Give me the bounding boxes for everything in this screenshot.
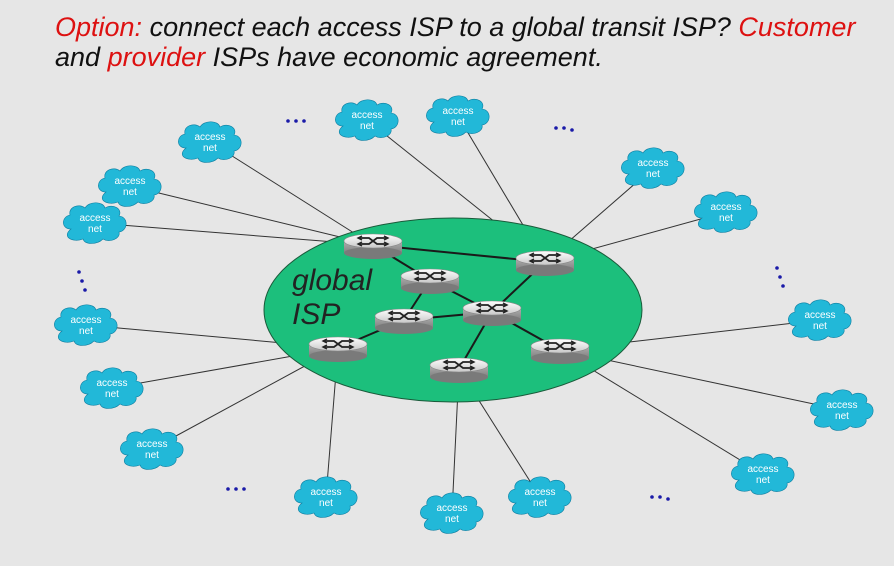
router-r8	[429, 357, 489, 383]
router-r1	[343, 233, 403, 259]
customer-label: Customer	[738, 12, 856, 42]
access-net-label: net	[360, 121, 374, 132]
access-net-label: net	[533, 498, 547, 509]
access-net-label: access	[826, 400, 857, 411]
access-net-label: net	[451, 117, 465, 128]
access-net-label: net	[145, 450, 159, 461]
slide-title: Option: connect each access ISP to a glo…	[55, 12, 885, 72]
access-net-label: net	[319, 498, 333, 509]
access-net-label: net	[88, 224, 102, 235]
router-r3	[515, 250, 575, 276]
access-nets-layer: accessnetaccessnetaccessnetaccessnetacce…	[54, 95, 874, 534]
access-net-label: access	[310, 487, 341, 498]
access-net-label: access	[747, 464, 778, 475]
router-r2	[400, 268, 460, 294]
access-net-label: net	[123, 187, 137, 198]
access-net-label: access	[136, 439, 167, 450]
access-net-label: access	[804, 310, 835, 321]
access-net-label: access	[442, 106, 473, 117]
ellipsis-4	[775, 266, 785, 288]
ellipsis-6	[650, 495, 670, 501]
title-line-1: Option: connect each access ISP to a glo…	[55, 12, 885, 42]
title-text-2a: and	[55, 42, 108, 72]
access-net-label: access	[79, 213, 110, 224]
access-net-label: net	[835, 411, 849, 422]
title-line-2: and provider ISPs have economic agreemen…	[55, 42, 885, 72]
router-r4	[462, 300, 522, 326]
access-net-label: net	[445, 514, 459, 525]
global-isp-label-line2: ISP	[292, 298, 341, 331]
access-net-label: access	[70, 315, 101, 326]
access-net-label: access	[436, 503, 467, 514]
router-r7	[530, 338, 590, 364]
access-link-1	[209, 141, 374, 246]
access-net-label: net	[646, 169, 660, 180]
access-net-label: net	[79, 326, 93, 337]
access-net-label: access	[351, 110, 382, 121]
provider-label: provider	[107, 42, 206, 72]
ellipsis-2	[554, 126, 574, 132]
access-net-label: net	[813, 321, 827, 332]
access-net-label: access	[96, 378, 127, 389]
ellipsis-3	[77, 270, 87, 292]
ellipsis-1	[286, 119, 306, 123]
access-net-label: access	[524, 487, 555, 498]
router-r6	[308, 336, 368, 362]
access-net-label: access	[114, 176, 145, 187]
global-isp-label-line1: global	[292, 264, 373, 297]
routers-layer	[308, 233, 590, 383]
ellipsis-5	[226, 487, 246, 491]
router-r5	[374, 308, 434, 334]
access-net-label: net	[203, 143, 217, 154]
access-net-label: access	[710, 202, 741, 213]
access-net-label: net	[756, 475, 770, 486]
title-text-1: connect each access ISP to a global tran…	[142, 12, 739, 42]
global-isp-label: global ISP	[292, 264, 372, 332]
ellipsis-layer	[77, 119, 785, 501]
title-text-2b: ISPs have economic agreement.	[205, 42, 603, 72]
access-net-label: access	[637, 158, 668, 169]
access-net-label: net	[719, 213, 733, 224]
access-net-label: access	[194, 132, 225, 143]
option-label: Option:	[55, 12, 143, 42]
access-link-2	[129, 185, 374, 246]
access-net-label: net	[105, 389, 119, 400]
